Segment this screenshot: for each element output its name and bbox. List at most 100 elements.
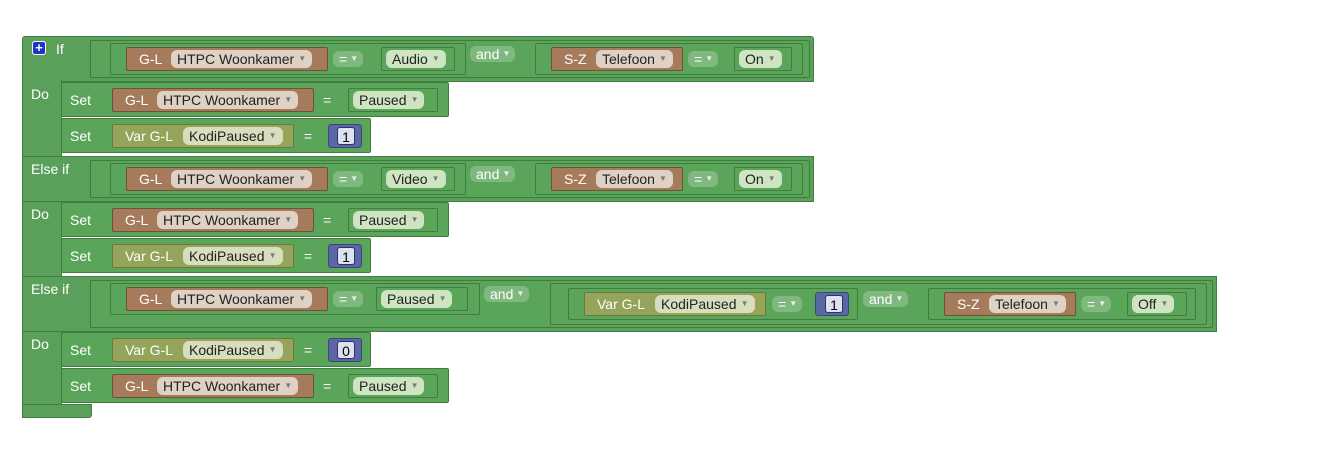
dropdown-value: HTPC Woonkamer bbox=[177, 51, 295, 67]
device-dropdown-telefoon[interactable]: Telefoon▼ bbox=[596, 170, 673, 188]
value-dropdown-off[interactable]: Off▼ bbox=[1132, 295, 1175, 313]
dropdown-arrow-icon: ▼ bbox=[284, 215, 293, 224]
number-input-1[interactable]: 1 bbox=[825, 295, 843, 313]
value-dropdown-paused[interactable]: Paused▼ bbox=[353, 211, 425, 229]
dropdown-value: Paused bbox=[359, 212, 407, 228]
set-label: Set bbox=[70, 342, 92, 358]
operator-value: = bbox=[339, 291, 348, 307]
dropdown-value: KodiPaused bbox=[189, 342, 265, 358]
device-dropdown-telefoon[interactable]: Telefoon ▼ bbox=[989, 295, 1066, 313]
variable-prefix: Var G-L bbox=[125, 342, 173, 358]
operator-value: = bbox=[694, 171, 703, 187]
dropdown-arrow-icon: ▼ bbox=[284, 381, 293, 390]
dropdown-arrow-icon: ▼ bbox=[767, 174, 776, 183]
operator-value: and bbox=[476, 46, 500, 62]
dropdown-value: HTPC Woonkamer bbox=[177, 171, 295, 187]
equals-operator-dropdown[interactable]: =▼ bbox=[688, 171, 719, 187]
do-label-3: Do bbox=[31, 336, 49, 352]
dropdown-arrow-icon: ▼ bbox=[705, 54, 714, 63]
operator-value: = bbox=[778, 296, 787, 312]
dropdown-arrow-icon: ▼ bbox=[298, 174, 307, 183]
dropdown-arrow-icon: ▼ bbox=[410, 381, 419, 390]
dropdown-value: HTPC Woonkamer bbox=[163, 212, 281, 228]
dropdown-arrow-icon: ▼ bbox=[350, 54, 359, 63]
value-dropdown-on[interactable]: On▼ bbox=[739, 170, 782, 188]
device-prefix: S-Z bbox=[564, 51, 587, 67]
variable-dropdown-kodipaused[interactable]: KodiPaused▼ bbox=[183, 341, 283, 359]
set-label: Set bbox=[70, 378, 92, 394]
set-label: Set bbox=[70, 128, 92, 144]
variable-prefix: Var G-L bbox=[125, 128, 173, 144]
value-dropdown-paused[interactable]: Paused▼ bbox=[381, 290, 453, 308]
dropdown-value: Telefoon bbox=[602, 51, 655, 67]
dropdown-value: Video bbox=[392, 171, 428, 187]
mutator-plus-icon[interactable]: + bbox=[32, 41, 46, 55]
dropdown-arrow-icon: ▼ bbox=[284, 95, 293, 104]
equals-operator-dropdown[interactable]: =▼ bbox=[772, 296, 803, 312]
device-dropdown-htpc[interactable]: HTPC Woonkamer▼ bbox=[171, 170, 313, 188]
dropdown-arrow-icon: ▼ bbox=[659, 54, 667, 63]
dropdown-arrow-icon: ▼ bbox=[350, 294, 359, 303]
device-dropdown-htpc[interactable]: HTPC Woonkamer▼ bbox=[157, 91, 299, 109]
variable-dropdown-kodipaused[interactable]: KodiPaused▼ bbox=[183, 127, 283, 145]
value-dropdown-paused[interactable]: Paused▼ bbox=[353, 91, 425, 109]
variable-prefix: Var G-L bbox=[597, 296, 645, 312]
dropdown-value: HTPC Woonkamer bbox=[163, 378, 281, 394]
number-input-0[interactable]: 0 bbox=[337, 341, 355, 359]
equals-operator-dropdown[interactable]: =▼ bbox=[333, 51, 364, 67]
variable-dropdown-kodipaused[interactable]: KodiPaused▼ bbox=[183, 247, 283, 265]
if-block-spine bbox=[22, 80, 62, 418]
dropdown-arrow-icon: ▼ bbox=[502, 169, 511, 178]
device-dropdown-telefoon[interactable]: Telefoon ▼ bbox=[596, 50, 673, 68]
and-operator-dropdown[interactable]: and▼ bbox=[863, 291, 909, 307]
device-dropdown-htpc[interactable]: HTPC Woonkamer▼ bbox=[171, 50, 313, 68]
dropdown-arrow-icon: ▼ bbox=[767, 54, 776, 63]
device-prefix: G-L bbox=[125, 92, 149, 108]
device-dropdown-htpc[interactable]: HTPC Woonkamer▼ bbox=[157, 377, 299, 395]
value-dropdown-paused[interactable]: Paused▼ bbox=[353, 377, 425, 395]
dropdown-arrow-icon: ▼ bbox=[895, 294, 904, 303]
dropdown-value: KodiPaused bbox=[661, 296, 737, 312]
equals-label: = bbox=[304, 342, 313, 358]
value-dropdown-on[interactable]: On▼ bbox=[739, 50, 782, 68]
dropdown-value: On bbox=[745, 171, 764, 187]
number-input-1[interactable]: 1 bbox=[337, 127, 355, 145]
device-dropdown-htpc[interactable]: HTPC Woonkamer▼ bbox=[157, 211, 299, 229]
dropdown-arrow-icon: ▼ bbox=[268, 131, 277, 140]
number-input-1[interactable]: 1 bbox=[337, 247, 355, 265]
dropdown-arrow-icon: ▼ bbox=[410, 95, 419, 104]
equals-operator-dropdown[interactable]: =▼ bbox=[333, 291, 364, 307]
dropdown-value: KodiPaused bbox=[189, 128, 265, 144]
equals-operator-dropdown[interactable]: =▼ bbox=[333, 171, 364, 187]
equals-label: = bbox=[323, 212, 332, 228]
and-operator-dropdown[interactable]: and▼ bbox=[470, 46, 516, 62]
dropdown-arrow-icon: ▼ bbox=[431, 54, 440, 63]
equals-label: = bbox=[304, 128, 313, 144]
dropdown-arrow-icon: ▼ bbox=[1052, 299, 1060, 308]
variable-dropdown-kodipaused[interactable]: KodiPaused▼ bbox=[655, 295, 755, 313]
value-dropdown-video[interactable]: Video▼ bbox=[386, 170, 446, 188]
device-prefix: G-L bbox=[139, 171, 163, 187]
equals-operator-dropdown[interactable]: =▼ bbox=[1081, 296, 1112, 312]
dropdown-value: Telefoon bbox=[995, 296, 1048, 312]
set-label: Set bbox=[70, 248, 92, 264]
and-operator-dropdown[interactable]: and▼ bbox=[484, 286, 530, 302]
else-if-label-2: Else if bbox=[31, 281, 70, 297]
dropdown-arrow-icon: ▼ bbox=[268, 251, 277, 260]
dropdown-arrow-icon: ▼ bbox=[740, 299, 749, 308]
device-dropdown-htpc[interactable]: HTPC Woonkamer▼ bbox=[171, 290, 313, 308]
equals-operator-dropdown[interactable]: =▼ bbox=[688, 51, 719, 67]
dropdown-value: On bbox=[745, 51, 764, 67]
value-dropdown-audio[interactable]: Audio▼ bbox=[386, 50, 446, 68]
operator-value: = bbox=[339, 171, 348, 187]
and-operator-dropdown[interactable]: and▼ bbox=[470, 166, 516, 182]
dropdown-arrow-icon: ▼ bbox=[1160, 299, 1169, 308]
dropdown-arrow-icon: ▼ bbox=[516, 289, 525, 298]
dropdown-value: KodiPaused bbox=[189, 248, 265, 264]
else-if-label-1: Else if bbox=[31, 161, 70, 177]
operator-value: = bbox=[339, 51, 348, 67]
do-label-1: Do bbox=[31, 86, 49, 102]
dropdown-arrow-icon: ▼ bbox=[298, 294, 307, 303]
dropdown-arrow-icon: ▼ bbox=[1098, 299, 1107, 308]
dropdown-value: HTPC Woonkamer bbox=[177, 291, 295, 307]
